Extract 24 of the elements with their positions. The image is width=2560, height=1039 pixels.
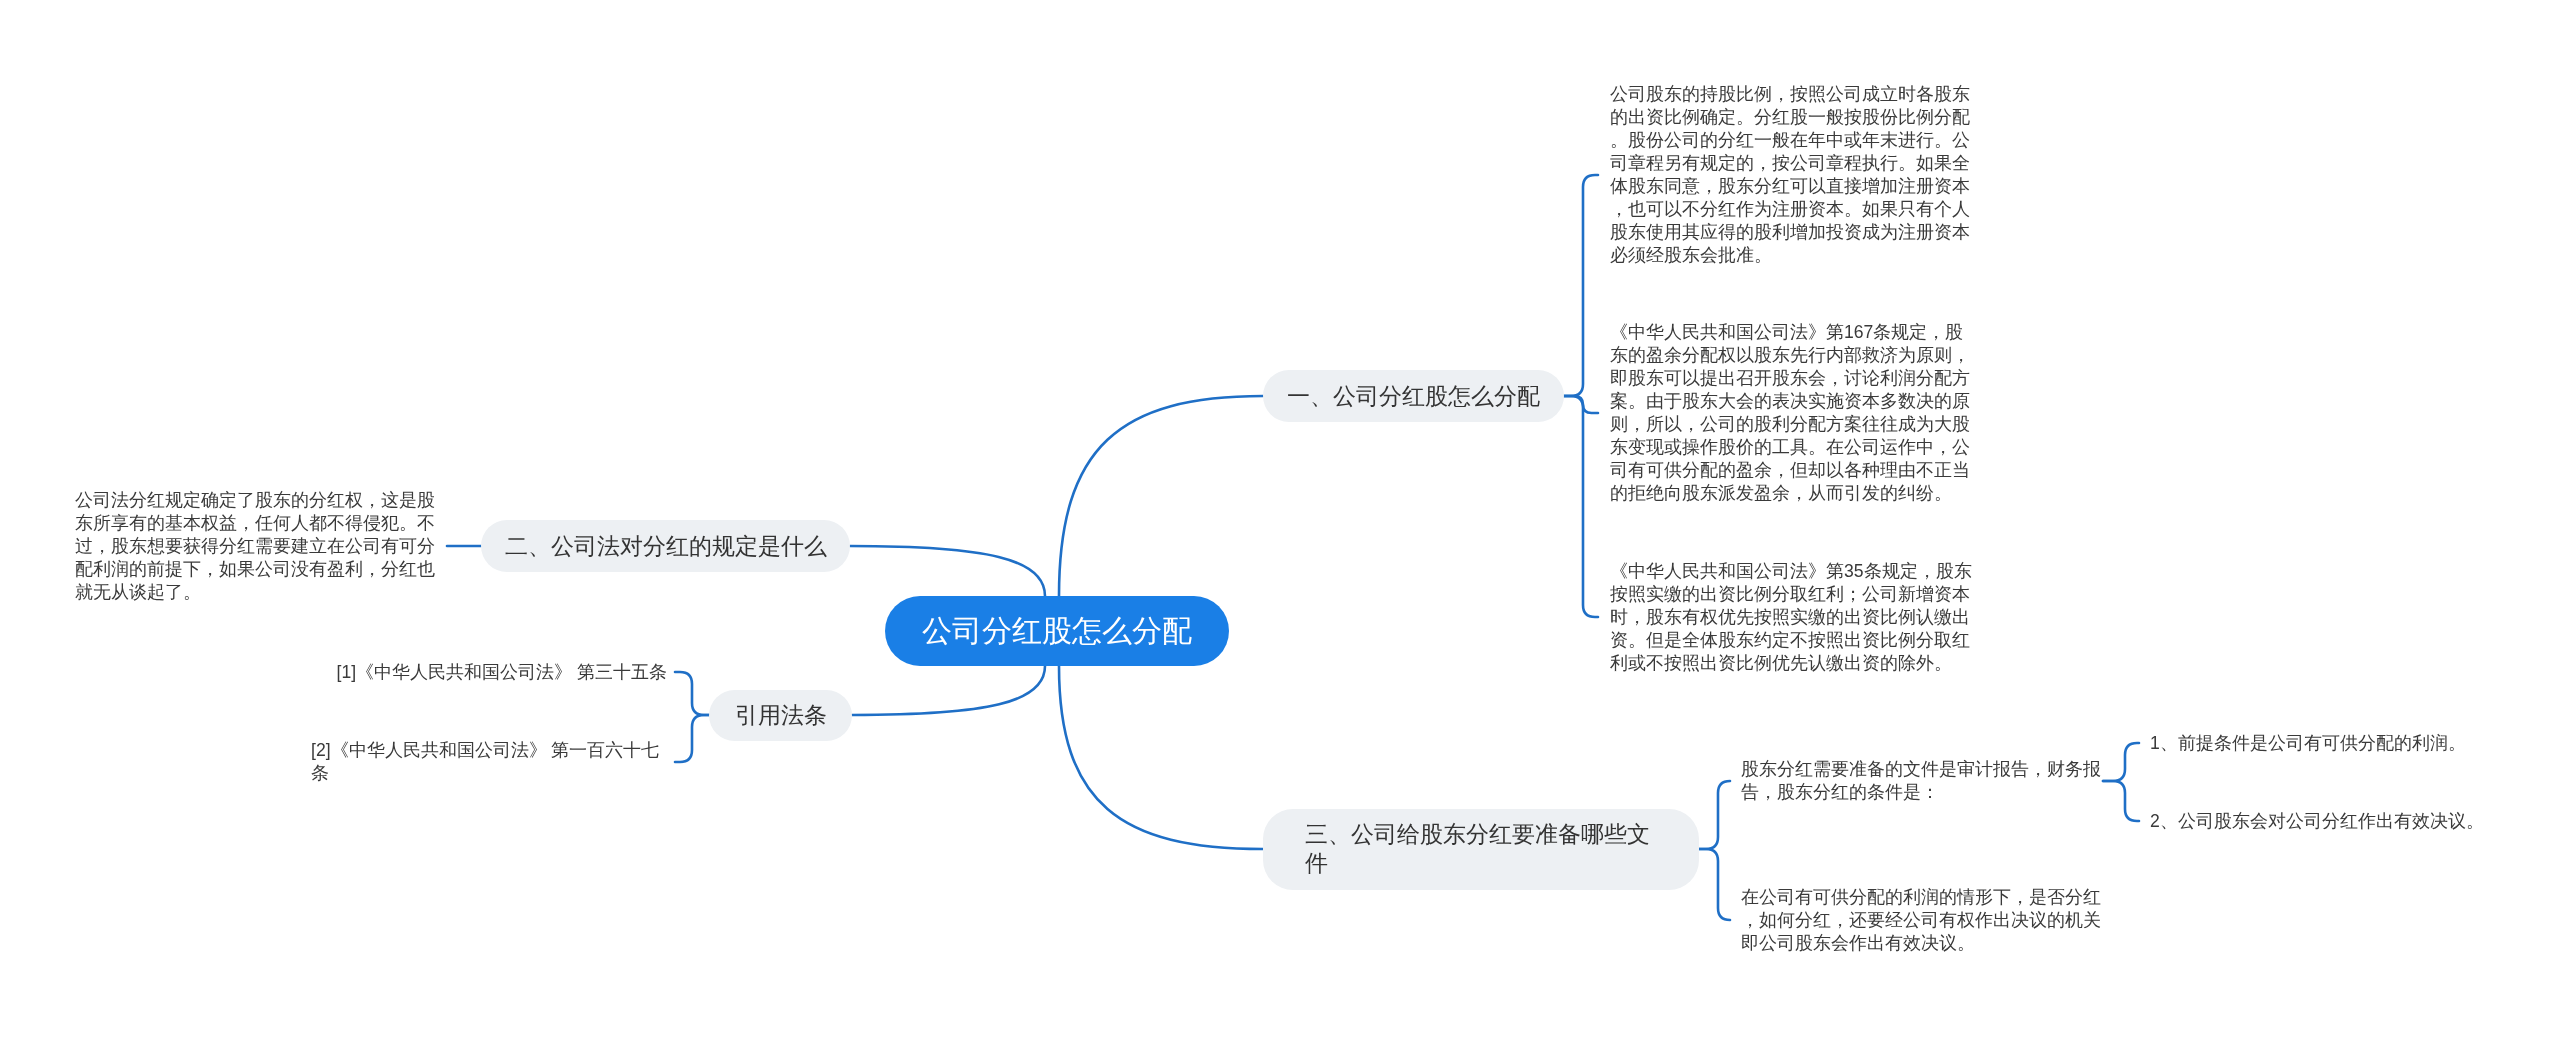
central-topic: 公司分红股怎么分配 [885,596,1229,666]
connector-line [1057,394,1265,598]
note-text: 2、公司股东会对公司分红作出有效决议。 [2139,809,2484,833]
note-text: 公司法分红规定确定了股东的分红权，这是股东所享有的基本权益，任何人都不得侵犯。不过，股东想要获得分红需要建立在公司有可分配利润的前提下，如果公司没有盈利，分红也就无从谈起了。 [75,488,447,604]
note-text: 《中华人民共和国公司法》第167条规定，股东的盈余分配权以股东先行内部救济为原则，即股东可以提出召开股东会，讨论利润分配方案。由于股东大会的表决实施资本多数决的原则，所以，公司的股利分配方案往往成为大股东变现或操作股价的工具。在公司运作中，公司有可供分配的盈余，但却以各种理由不正当的拒绝向股东派发盈余，从而引发的纠纷。 [1598,321,1972,505]
branch-topic: 一、公司分红股怎么分配 [1263,370,1564,422]
note-text: 1、前提条件是公司有可供分配的利润。 [2139,731,2466,755]
connector-line [848,544,1047,598]
citation-text: [1]《中华人民共和国公司法》 第三十五条 [336,660,675,684]
connector-line [1057,664,1265,851]
note-text: 股东分红需要准备的文件是审计报告，财务报告，股东分红的条件是： [1730,758,2103,804]
connector-line [2101,779,2141,823]
connector-line [850,664,1047,717]
connector-line [1697,847,1732,922]
branch-topic: 三、公司给股东分红要准备哪些文件 [1263,808,1699,890]
note-text: 公司股东的持股比例，按照公司成立时各股东的出资比例确定。分红股一般按股份比例分配。股份公司的分红一般在年中或年末进行。公司章程另有规定的，按公司章程执行。如果全体股东同意，股东分红可以直接增加注册资本，也可以不分红作为注册资本。如果只有个人股东使用其应得的股利增加投资成为注册资本必须经股东会批准。 [1598,83,1972,267]
branch-topic: 二、公司法对分红的规定是什么 [481,520,850,572]
citation-text: [2]《中华人民共和国公司法》 第一百六十七条 [311,739,675,785]
connector-line [673,713,711,764]
note-text: 《中华人民共和国公司法》第35条规定，股东按照实缴的出资比例分取红利；公司新增资本时，股东有权优先按照实缴的出资比例认缴出资。但是全体股东约定不按照出资比例分取红利或不按照出资比例优先认缴出资的除外。 [1598,559,1972,675]
branch-topic: 引用法条 [709,689,852,741]
connector-line [445,544,483,548]
connector-line [1562,394,1600,619]
note-text: 在公司有可供分配的利润的情形下，是否分红，如何分红，还要经公司有权作出决议的机关即公司股东会作出有效决议。 [1730,885,2103,955]
